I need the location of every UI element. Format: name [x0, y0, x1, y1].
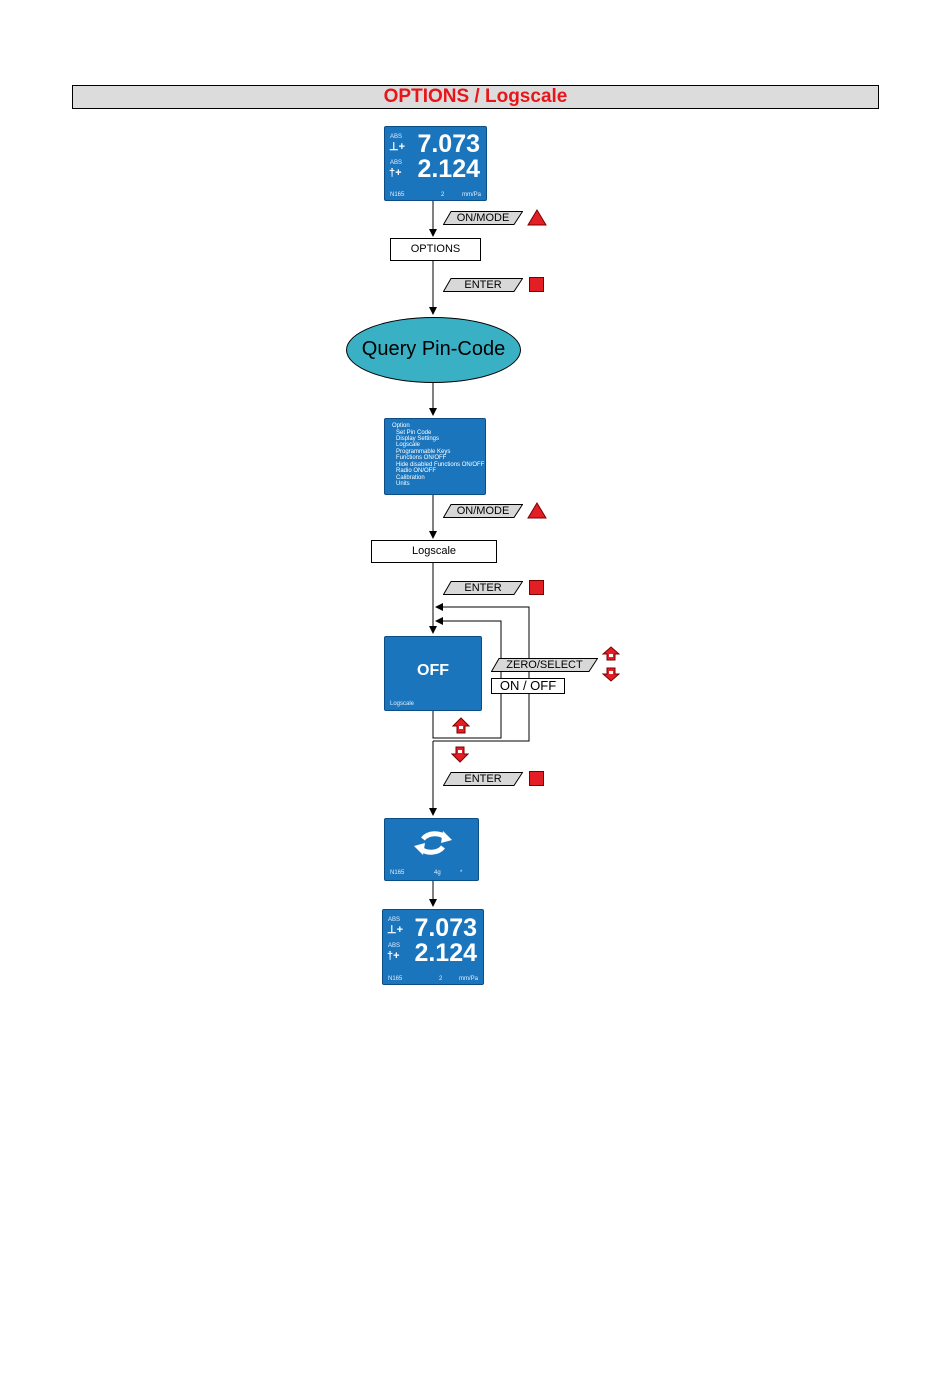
query-label: Query Pin-Code: [361, 338, 506, 360]
key-shape: [443, 772, 523, 786]
enter-key[interactable]: ENTER: [443, 278, 523, 292]
key-shape: [443, 211, 523, 225]
logscale-value-screen: OFF Logscale: [384, 636, 482, 711]
key-shape: [443, 504, 523, 518]
pressure-icon: ⊥+: [389, 141, 406, 153]
reading-bottom: 2.124: [417, 155, 480, 183]
pressure-icon: ⊥+: [387, 924, 404, 936]
menu-item: Functions ON/OFF: [396, 455, 447, 461]
page-title: OPTIONS / Logscale: [383, 86, 568, 107]
abs-tag: ABS: [390, 134, 403, 140]
enter-label: ENTER: [464, 279, 502, 291]
down-arrow-icon: [451, 746, 469, 763]
menu-item: Option: [392, 423, 410, 429]
footer-right: *: [460, 870, 463, 876]
reading-top: 7.073: [417, 130, 480, 158]
down-arrow-icon: [602, 667, 620, 682]
square-button-icon: [529, 771, 544, 786]
display-screen-bottom: ABS ⊥+ 7.073 ABS †+ 2.124 N165 2 mm/Pa: [382, 909, 484, 985]
on-mode-label: ON/MODE: [456, 505, 510, 517]
menu-item: Logscale: [396, 442, 421, 448]
abs-tag: ABS: [390, 160, 403, 166]
query-pin-code-node: Query Pin-Code: [346, 317, 521, 383]
pressure-icon: †+: [389, 167, 402, 179]
square-button-icon: [529, 277, 544, 292]
logscale-value: OFF: [417, 662, 449, 679]
key-shape: [491, 658, 598, 672]
refresh-screen: N165 4g *: [384, 818, 479, 881]
menu-item: Programmable Keys: [396, 449, 451, 455]
zero-select-key[interactable]: ZERO/SELECT: [491, 658, 598, 672]
options-box: OPTIONS: [390, 238, 481, 261]
footer-right: mm/Pa: [461, 192, 481, 198]
on-mode-key[interactable]: ON/MODE: [443, 211, 523, 225]
on-mode-key[interactable]: ON/MODE: [443, 504, 523, 518]
footer-mid: 2: [441, 192, 445, 198]
logscale-label: Logscale: [411, 545, 457, 557]
reading-top: 7.073: [414, 914, 477, 942]
enter-label: ENTER: [464, 773, 502, 785]
title-bar: OPTIONS / Logscale: [72, 85, 879, 109]
key-shape: [443, 581, 523, 595]
on-mode-label: ON/MODE: [456, 212, 510, 224]
footer-left: N165: [390, 192, 405, 198]
refresh-icon: [414, 831, 452, 855]
up-triangle-icon: [527, 209, 547, 226]
enter-label: ENTER: [464, 582, 502, 594]
enter-key[interactable]: ENTER: [443, 772, 523, 786]
display-screen-top: ABS ⊥+ 7.073 ABS †+ 2.124 N165 2 mm/Pa: [384, 126, 487, 201]
menu-item: Radio ON/OFF: [396, 468, 437, 474]
menu-item: Calibration: [396, 475, 425, 481]
footer-left: N165: [390, 870, 405, 876]
menu-item: Hide disabled Functions ON/OFF: [396, 462, 485, 468]
options-label: OPTIONS: [410, 243, 461, 255]
menu-item: Set Pin Code: [396, 430, 432, 436]
footer-mid: 2: [439, 976, 443, 982]
menu-item: Units: [396, 481, 410, 487]
logscale-box: Logscale: [371, 540, 497, 563]
abs-tag: ABS: [388, 917, 401, 923]
on-off-label-box: ON / OFF: [491, 678, 565, 694]
screen-caption: Logscale: [390, 701, 415, 707]
key-shape: [443, 278, 523, 292]
enter-key[interactable]: ENTER: [443, 581, 523, 595]
up-arrow-icon: [602, 646, 620, 661]
abs-tag: ABS: [388, 943, 401, 949]
on-off-label: ON / OFF: [499, 678, 557, 693]
zero-select-label: ZERO/SELECT: [506, 659, 583, 671]
up-arrow-icon: [452, 717, 470, 734]
menu-item: Display Settings: [396, 436, 440, 442]
square-button-icon: [529, 580, 544, 595]
reading-bottom: 2.124: [414, 939, 477, 967]
up-triangle-icon: [527, 502, 547, 519]
footer-right: mm/Pa: [458, 976, 478, 982]
options-menu-screen: Option Set Pin Code Display Settings Log…: [384, 418, 486, 495]
footer-left: N165: [388, 976, 403, 982]
pressure-icon: †+: [387, 950, 400, 962]
footer-mid: 4g: [434, 870, 441, 876]
